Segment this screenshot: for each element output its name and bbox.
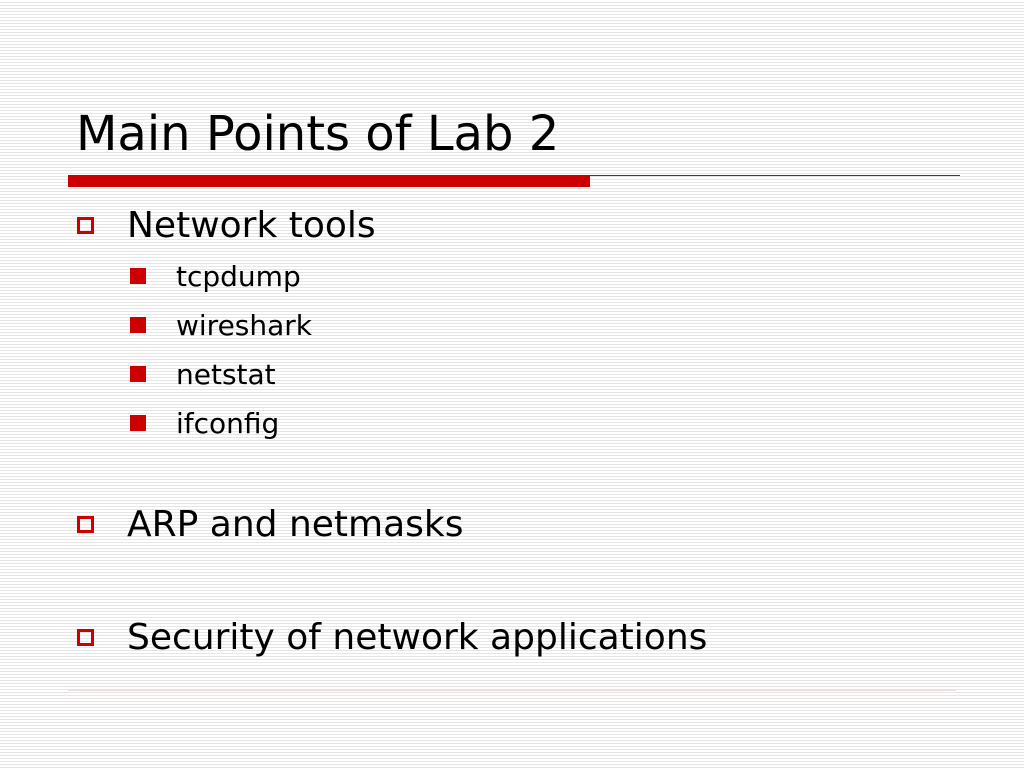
sub-bullet-text: wireshark — [176, 308, 313, 342]
solid-square-bullet-icon — [130, 366, 146, 382]
hollow-square-bullet-icon — [77, 216, 94, 234]
sub-bullet-wireshark: wireshark — [130, 305, 312, 345]
solid-square-bullet-icon — [130, 268, 146, 284]
bullet-text: Network tools — [127, 204, 376, 246]
sub-bullet-tcpdump: tcpdump — [130, 256, 301, 296]
footer-divider — [68, 690, 956, 691]
sub-bullet-text: netstat — [176, 357, 276, 391]
solid-square-bullet-icon — [130, 317, 146, 333]
bullet-arp-and-netmasks: ARP and netmasks — [77, 500, 464, 548]
hollow-square-bullet-icon — [77, 628, 94, 646]
title-underline-accent — [68, 175, 590, 187]
bullet-text: ARP and netmasks — [127, 503, 464, 545]
bullet-text: Security of network applications — [127, 616, 708, 658]
solid-square-bullet-icon — [130, 415, 146, 431]
sub-bullet-text: tcpdump — [176, 259, 301, 293]
bullet-security: Security of network applications — [77, 613, 707, 661]
bullet-network-tools: Network tools — [77, 201, 376, 249]
slide-title: Main Points of Lab 2 — [76, 106, 560, 162]
sub-bullet-ifconfig: ifconfig — [130, 403, 279, 443]
sub-bullet-netstat: netstat — [130, 354, 276, 394]
sub-bullet-text: ifconfig — [176, 406, 280, 440]
hollow-square-bullet-icon — [77, 515, 94, 533]
